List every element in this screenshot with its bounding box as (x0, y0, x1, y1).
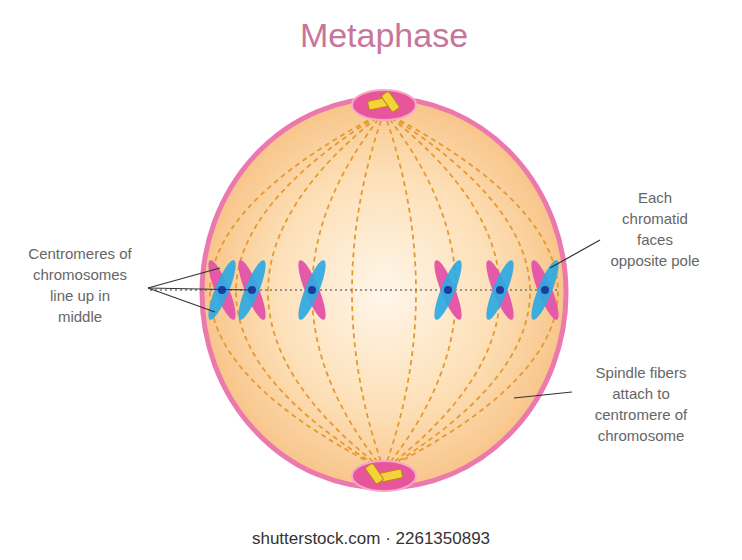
spindle-fiber (312, 112, 384, 470)
leader-lines (148, 240, 600, 398)
spindle-fiber (210, 112, 384, 470)
spindle-fiber (384, 112, 500, 470)
title: Metaphase (234, 16, 534, 55)
spindle-fiber (384, 112, 530, 470)
spindle-fiber (268, 112, 384, 470)
watermark: shutterstock.com · 2261350893 (171, 528, 571, 550)
spindle-fiber (384, 112, 416, 470)
chromosome (294, 258, 331, 323)
chromosome (482, 258, 519, 323)
centrosome-top (352, 90, 416, 120)
chromosome (430, 258, 467, 323)
spindle-callout: Spindle fibers attach to centromere of c… (578, 362, 704, 446)
centromere-callout: Centromeres of chromosomes line up in mi… (28, 243, 132, 327)
chromosomes (204, 258, 564, 323)
spindle-fiber (384, 112, 558, 470)
spindle-fibers (210, 112, 558, 470)
chromatid-callout: Each chromatid faces opposite pole (607, 187, 703, 271)
spindle-fiber (352, 112, 384, 470)
cell-membrane (202, 98, 566, 488)
spindle-fiber (384, 112, 456, 470)
chromosome (527, 258, 564, 323)
centrosome-bottom (352, 461, 416, 491)
